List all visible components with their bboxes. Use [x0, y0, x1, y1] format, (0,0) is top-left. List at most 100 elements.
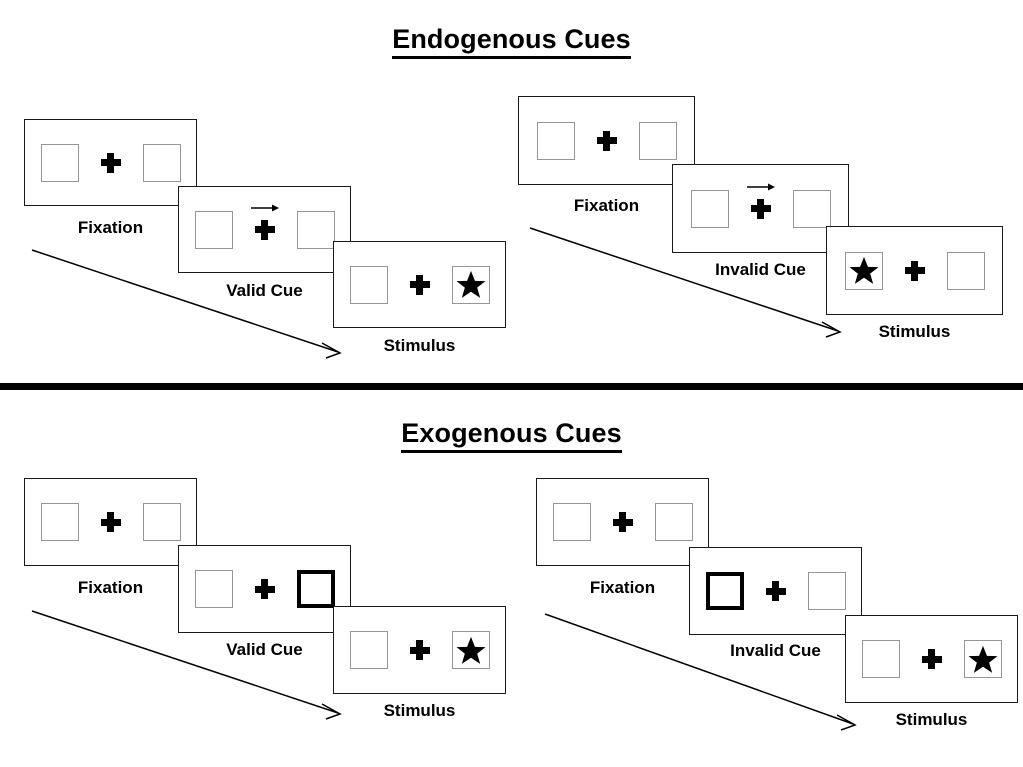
section-title-exogenous-text: Exogenous Cues: [401, 418, 622, 453]
panel-content: [690, 548, 861, 634]
fixation-cross-wrap: [746, 183, 775, 219]
right-box: [142, 503, 181, 541]
arrow-right-icon: [746, 183, 775, 190]
fixation-cross-wrap: [921, 649, 942, 669]
fixation-cross-wrap: [409, 640, 430, 660]
right-box: [451, 265, 490, 304]
star-icon: [456, 270, 485, 298]
fixation-cross-wrap: [100, 512, 121, 532]
panel-content: [334, 607, 505, 693]
right-box: [654, 503, 693, 541]
left-box: [844, 251, 883, 290]
right-box: [792, 189, 831, 228]
plus-icon: [254, 219, 275, 240]
panel-label-cue: Invalid Cue: [730, 641, 821, 660]
panel-content: [537, 479, 708, 565]
panel-fixation[interactable]: [518, 96, 695, 185]
left-box: [194, 570, 233, 608]
panel-stimulus[interactable]: [826, 226, 1003, 315]
panel-content: [827, 227, 1002, 314]
right-box: [963, 640, 1002, 678]
section-exogenous: Exogenous Cues Fixation Valid Cue: [0, 390, 1023, 767]
plus-icon: [100, 152, 121, 173]
panel-content: [25, 479, 196, 565]
right-box: [451, 631, 490, 669]
plus-icon: [921, 649, 942, 669]
right-box: [296, 210, 335, 249]
panel-fixation[interactable]: [536, 478, 709, 566]
section-title-exogenous: Exogenous Cues: [0, 418, 1023, 453]
left-box: [40, 143, 79, 182]
right-box-cued: [296, 570, 335, 608]
left-box: [40, 503, 79, 541]
star-icon: [968, 645, 997, 673]
panel-stimulus[interactable]: [845, 615, 1018, 703]
section-endogenous: Endogenous Cues Fixation: [0, 24, 1023, 359]
fixation-cross-wrap: [596, 130, 617, 151]
panel-cue[interactable]: [672, 164, 849, 253]
time-progression-arrow-icon: [529, 227, 842, 338]
time-progression-arrow-icon: [31, 249, 342, 359]
panel-content: [846, 616, 1017, 702]
panel-fixation[interactable]: [24, 478, 197, 566]
plus-icon: [100, 512, 121, 532]
star-icon: [849, 256, 878, 284]
fixation-cross-wrap: [254, 579, 275, 599]
panel-label-fixation: Fixation: [77, 578, 144, 597]
right-box: [638, 121, 677, 160]
panel-label-cue: Valid Cue: [226, 281, 303, 300]
panel-label-fixation: Fixation: [589, 578, 656, 597]
time-progression-arrow-icon: [544, 613, 857, 731]
star-icon: [456, 636, 485, 664]
section-title-endogenous: Endogenous Cues: [0, 24, 1023, 59]
fixation-cross-wrap: [250, 204, 279, 240]
arrow-right-icon: [250, 204, 279, 211]
fixation-cross-wrap: [100, 152, 121, 173]
panel-label-stimulus: Stimulus: [895, 710, 968, 729]
plus-icon: [750, 198, 771, 219]
left-box: [536, 121, 575, 160]
panel-content: [179, 187, 350, 272]
plus-icon: [765, 581, 786, 601]
left-box: [690, 189, 729, 228]
plus-icon: [409, 274, 430, 295]
panel-content: [334, 242, 505, 327]
plus-icon: [409, 640, 430, 660]
plus-icon: [904, 260, 925, 281]
panel-cue[interactable]: [689, 547, 862, 635]
panel-content: [179, 546, 350, 632]
panel-stimulus[interactable]: [333, 606, 506, 694]
left-box: [552, 503, 591, 541]
panel-fixation[interactable]: [24, 119, 197, 206]
left-box-cued: [705, 572, 744, 610]
panel-cue[interactable]: [178, 186, 351, 273]
panel-content: [519, 97, 694, 184]
right-box: [807, 572, 846, 610]
panel-label-stimulus: Stimulus: [383, 701, 456, 720]
plus-icon: [612, 512, 633, 532]
section-divider: [0, 383, 1023, 390]
panel-stimulus[interactable]: [333, 241, 506, 328]
left-box: [861, 640, 900, 678]
left-box: [194, 210, 233, 249]
left-box: [349, 265, 388, 304]
panel-cue[interactable]: [178, 545, 351, 633]
panel-label-cue: Valid Cue: [226, 640, 303, 659]
fixation-cross-wrap: [409, 274, 430, 295]
plus-icon: [596, 130, 617, 151]
panel-label-cue: Invalid Cue: [715, 260, 806, 279]
fixation-cross-wrap: [904, 260, 925, 281]
left-box: [349, 631, 388, 669]
panel-content: [673, 165, 848, 252]
time-progression-arrow-icon: [31, 610, 342, 720]
right-box: [946, 251, 985, 290]
right-box: [142, 143, 181, 182]
panel-label-fixation: Fixation: [573, 196, 640, 215]
fixation-cross-wrap: [765, 581, 786, 601]
plus-icon: [254, 579, 275, 599]
panel-label-stimulus: Stimulus: [878, 322, 951, 341]
panel-label-fixation: Fixation: [77, 218, 144, 237]
fixation-cross-wrap: [612, 512, 633, 532]
panel-content: [25, 120, 196, 205]
panel-label-stimulus: Stimulus: [383, 336, 456, 355]
